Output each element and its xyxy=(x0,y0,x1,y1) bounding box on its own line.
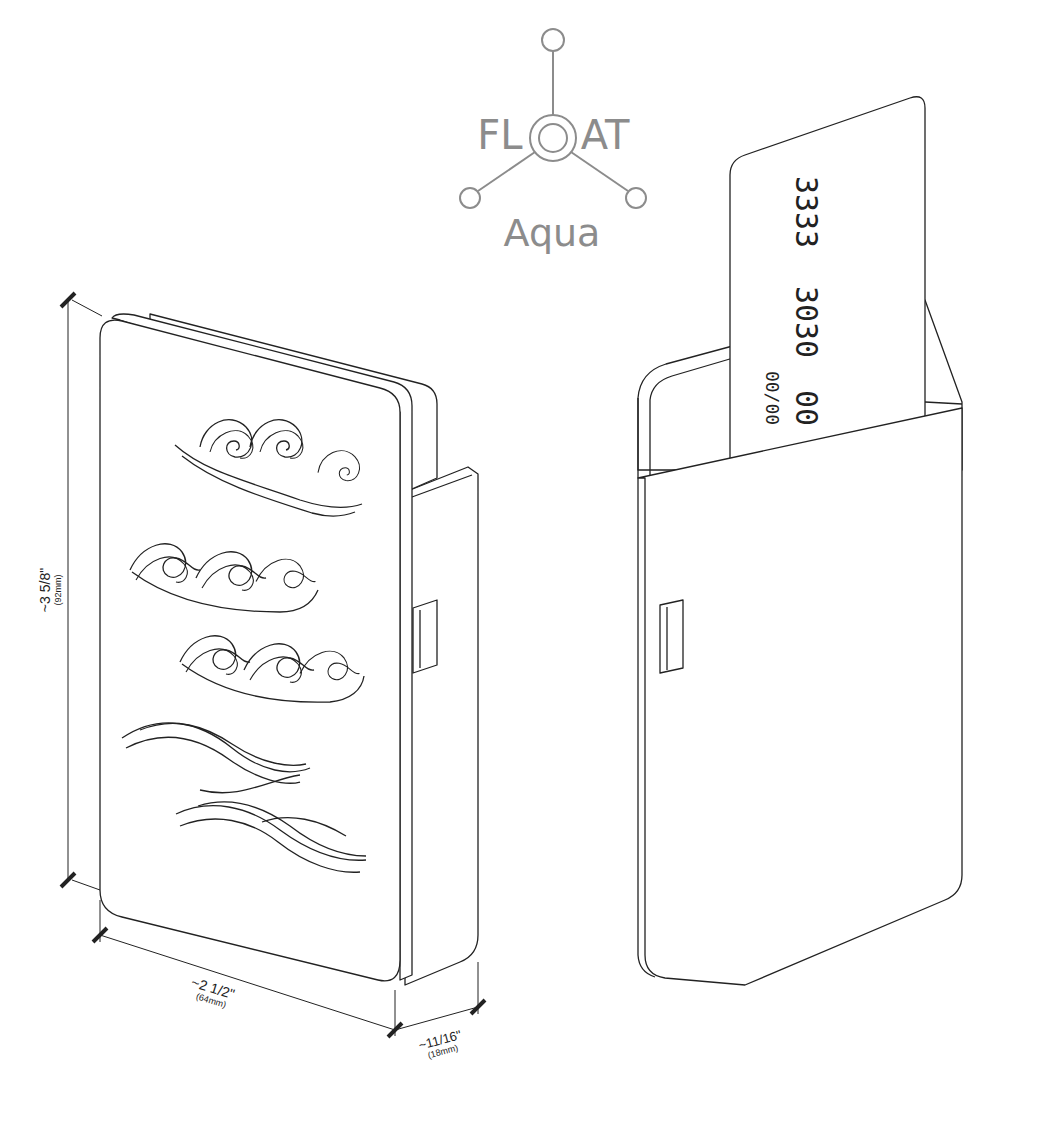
side-slot xyxy=(660,600,683,673)
logo-stem xyxy=(571,152,628,191)
side-slot xyxy=(666,607,667,670)
side-slot xyxy=(419,610,420,668)
right-holder xyxy=(638,97,962,985)
body-front xyxy=(638,408,962,985)
dimension-lines xyxy=(61,293,485,1037)
logo-node xyxy=(626,188,646,208)
dimension-tick xyxy=(93,928,485,1037)
wave-curl xyxy=(250,420,302,457)
logo-stem xyxy=(552,50,554,118)
dimension-metric: (92mm) xyxy=(54,575,63,606)
wave-pattern xyxy=(122,420,366,873)
dimension-ticks xyxy=(61,293,485,1037)
wave-loop xyxy=(202,565,253,590)
wave-loop xyxy=(136,557,187,582)
logo-text: AT xyxy=(581,115,630,155)
card-number: 00 xyxy=(791,390,821,426)
wave-line xyxy=(122,723,310,772)
dimension-line xyxy=(100,935,395,1030)
logo-core xyxy=(539,124,567,152)
wave-loop xyxy=(256,559,316,588)
dimension-tick xyxy=(61,293,75,887)
card-expiry: 00/00 xyxy=(763,371,781,425)
wave-line xyxy=(140,723,306,765)
wave-loop xyxy=(300,651,360,680)
wave-line xyxy=(182,456,355,516)
logo-text: Aqua xyxy=(504,214,601,252)
wave-line xyxy=(180,819,360,872)
dimension-label: ~3 5/8" xyxy=(38,568,52,612)
body-side xyxy=(638,398,655,977)
logo-stem xyxy=(478,152,535,191)
body-side xyxy=(405,467,478,985)
wave-curl xyxy=(260,431,303,458)
wave-line xyxy=(132,572,318,612)
wave-line xyxy=(200,775,300,793)
wave-line xyxy=(198,802,366,856)
wave-curl xyxy=(210,431,253,458)
wave-loop xyxy=(186,649,237,674)
side-slot xyxy=(413,600,437,673)
card-number: 3333 xyxy=(791,176,821,248)
wave-line xyxy=(262,818,346,836)
logo-text: FL xyxy=(477,115,522,155)
dimension-line xyxy=(395,1007,478,1030)
wave-curl xyxy=(200,420,252,457)
card-number: 3030 xyxy=(791,286,821,358)
pocket-rim xyxy=(925,402,962,404)
wave-loop xyxy=(250,657,301,682)
wave-curl xyxy=(318,451,359,481)
extension-line xyxy=(72,300,102,890)
dimension-line xyxy=(68,300,69,880)
logo-node xyxy=(460,188,480,208)
lid-face xyxy=(100,320,400,981)
logo-node xyxy=(542,29,564,51)
left-holder xyxy=(100,314,478,985)
logo-ring xyxy=(530,115,576,161)
extension-line xyxy=(100,900,478,1036)
wave-line xyxy=(126,737,300,783)
wave-line xyxy=(182,664,364,702)
logo-mark xyxy=(460,29,646,208)
